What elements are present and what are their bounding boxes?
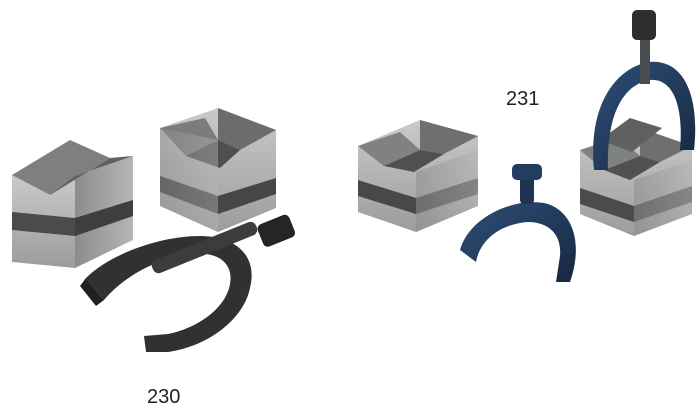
- vblock-230-right: [160, 108, 276, 232]
- vblock-231-left: [358, 120, 478, 232]
- product-number-231: 231: [506, 88, 540, 110]
- clamp-231-loose: [460, 164, 576, 282]
- vblock-230-left: [12, 140, 133, 268]
- vblock-231-assembled: [580, 10, 696, 236]
- clamp-230: [80, 214, 296, 352]
- product-number-230: 230: [147, 386, 181, 408]
